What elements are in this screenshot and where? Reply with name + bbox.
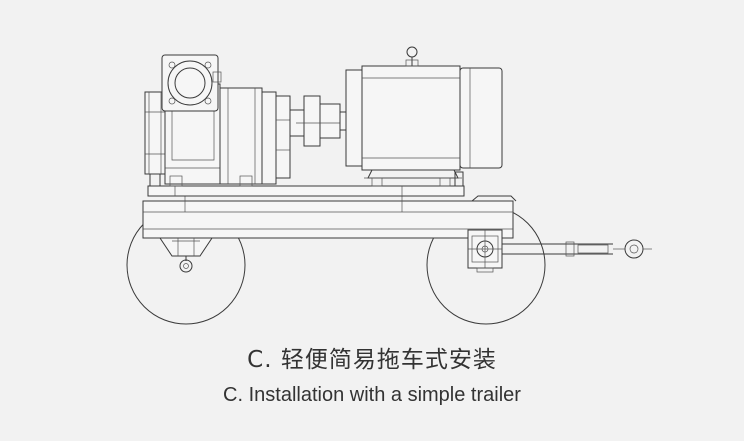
electric-motor — [345, 46, 503, 187]
rear-axle-bracket — [159, 237, 213, 273]
trailer-frame — [142, 195, 517, 239]
caption-chinese: C. 轻便简易拖车式安装 — [247, 347, 497, 373]
rotor-pump — [144, 54, 291, 187]
front-steering-assembly — [467, 229, 503, 273]
base-plate — [147, 169, 465, 197]
coupling — [289, 95, 347, 147]
tow-bar — [502, 239, 652, 259]
caption-english: C. Installation with a simple trailer — [223, 384, 521, 406]
